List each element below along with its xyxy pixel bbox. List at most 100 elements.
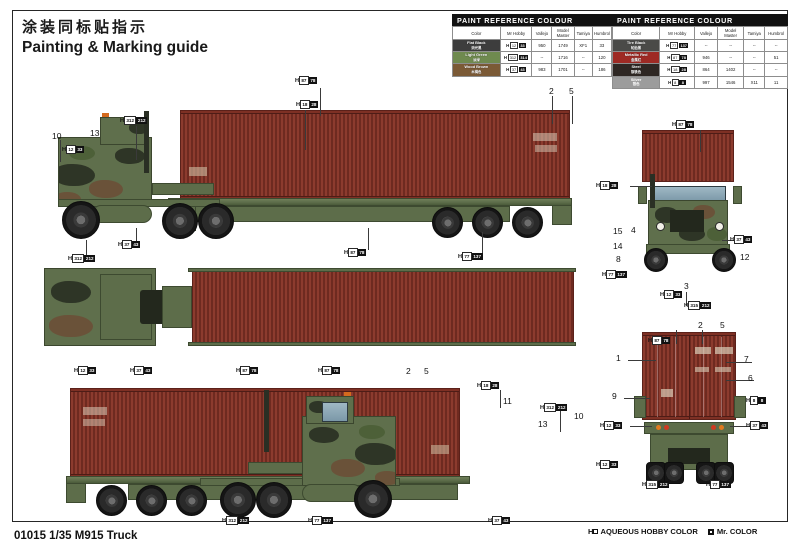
- swatch-label: Steel 钢铁色: [614, 64, 659, 75]
- mr-color-code: 43: [143, 367, 153, 374]
- mr-color-code: 78: [308, 77, 318, 84]
- aqueous-code: 18: [300, 100, 310, 109]
- tractor-rear-wheel: [220, 482, 256, 518]
- container-rear-doors: [642, 332, 736, 420]
- model-master-value: --: [716, 38, 745, 53]
- part-number-callout: 15: [613, 226, 623, 236]
- trailer-wheel: [136, 485, 167, 516]
- mr-color-code: 78: [331, 367, 341, 374]
- mr-color-code: 8: [679, 79, 687, 85]
- h-prefix: H: [120, 118, 125, 124]
- aqueous-code: 312: [72, 254, 85, 263]
- leader-line: [700, 130, 701, 152]
- h-prefix: H: [540, 405, 545, 411]
- h-prefix: H: [642, 482, 647, 488]
- vallejo-value: 950: [531, 38, 553, 53]
- container-marking-left: [189, 167, 207, 176]
- humbrol-value: 120: [591, 51, 613, 65]
- swatch-label: Silver 银色: [614, 76, 659, 87]
- aqueous-code: 37: [134, 366, 144, 375]
- vallejo-value: 997: [694, 75, 718, 89]
- h-prefix: H: [506, 43, 510, 49]
- trailer-wheel: [432, 207, 463, 238]
- h-prefix: H: [746, 398, 751, 404]
- part-number-callout: 7: [744, 354, 749, 364]
- model-master-value: 1701: [551, 63, 575, 77]
- tamiya-value: --: [743, 38, 766, 53]
- part-number-callout: 2: [698, 320, 703, 330]
- tamiya-value: --: [743, 51, 766, 65]
- radiator-grille: [670, 210, 704, 232]
- vallejo-value: 946: [694, 51, 718, 65]
- mr-color-code: 33: [673, 291, 683, 298]
- door-lock-rod: [657, 337, 659, 417]
- part-number-callout: 3: [684, 281, 689, 291]
- kit-identifier: 01015 1/35 M915 Truck: [14, 530, 138, 542]
- container-placard: [695, 347, 711, 354]
- trailer-wheel: [472, 207, 503, 238]
- color-name-en: Flat Black: [467, 40, 486, 45]
- mr-color-code: 212: [556, 404, 568, 411]
- tractor-rear-wheel: [162, 203, 198, 239]
- mirror-left: [638, 186, 647, 204]
- h-prefix: H: [666, 43, 670, 49]
- humbrol-value: 186: [591, 63, 613, 77]
- part-number-callout: 13: [90, 128, 100, 138]
- part-number-callout: 5: [569, 86, 574, 96]
- headlight-right: [715, 222, 724, 231]
- h-prefix: H: [746, 423, 751, 429]
- camo-blob: [309, 427, 339, 443]
- trailer-wheel: [96, 485, 127, 516]
- front-wheel-right: [712, 248, 736, 272]
- h-prefix: H: [222, 518, 227, 524]
- leader-line: [630, 186, 652, 187]
- aqueous-code: 77: [606, 270, 616, 279]
- tractor-frame: [200, 478, 400, 486]
- trailer-chassis: [168, 198, 572, 206]
- color-name-cn: 银色: [632, 82, 640, 87]
- mr-color-code: 137: [615, 271, 627, 278]
- door-split-line: [689, 335, 691, 419]
- h-prefix: H: [684, 303, 689, 309]
- container-placard: [715, 367, 731, 372]
- mr-color-code: 33: [518, 43, 527, 49]
- trailer-neck-top: [162, 286, 192, 328]
- h-prefix: H: [596, 183, 601, 189]
- h-prefix: H: [62, 147, 67, 153]
- aqueous-code: 312: [507, 54, 519, 62]
- paint-reference-table-left: PAINT REFERENCE COLOUR Color Mr Hobby Va…: [452, 14, 613, 77]
- color-name-cn: 轮胎黑: [631, 45, 642, 50]
- h-prefix: H: [130, 368, 135, 374]
- tractor-rear-wheel: [256, 482, 292, 518]
- leader-line: [702, 330, 703, 344]
- container-marking-right: [533, 133, 557, 141]
- part-number-callout: 2: [549, 86, 554, 96]
- col-humbrol: Humbrol: [591, 26, 613, 40]
- h-prefix: H: [602, 272, 607, 278]
- container-marking-right: [431, 445, 449, 454]
- vallejo-value: 983: [531, 63, 553, 77]
- color-name-en: Silver: [630, 76, 642, 82]
- aqueous-code: 37: [492, 516, 502, 525]
- aqueous-code: 18: [670, 66, 680, 74]
- aqueous-prefix: H: [588, 527, 594, 536]
- aqueous-code: 12: [509, 42, 519, 50]
- mr-color-code: 43: [743, 236, 753, 243]
- leader-line: [726, 380, 754, 381]
- col-humbrol: Humbrol: [764, 26, 788, 40]
- aqueous-code: 12: [78, 366, 88, 375]
- table-header-row: Color Mr Hobby Vallejo Model Master Tami…: [452, 26, 613, 40]
- humbrol-value: 51: [764, 51, 788, 65]
- leader-line: [572, 96, 573, 124]
- color-swatch-cell: Light Green 淡绿: [452, 51, 501, 65]
- color-name-en: Steel: [631, 64, 641, 70]
